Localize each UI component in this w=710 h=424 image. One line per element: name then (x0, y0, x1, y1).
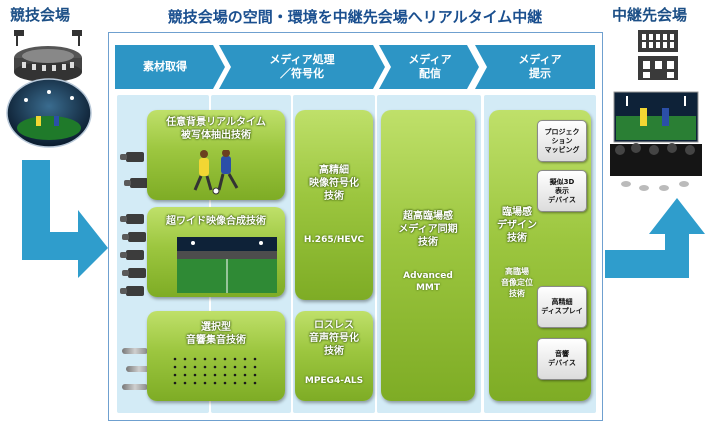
left-flow-arrow (22, 160, 108, 278)
camera-icon (124, 178, 148, 188)
device-pseudo-3d: 擬似3D 表示 デバイス (537, 170, 587, 212)
camera-icon (120, 214, 144, 224)
box-title: 選択型 音響集音技術 (186, 322, 246, 346)
box-selective-audio: 選択型 音響集音技術 (147, 311, 285, 401)
venue-photo (6, 78, 92, 148)
device-hd-display: 高精細 ディスプレイ (537, 286, 587, 328)
stage-processing: メディア処理 ／符号化 (269, 53, 335, 80)
microphone-icon (122, 384, 148, 390)
stadium-panorama-image (177, 237, 277, 293)
microphone-icon (122, 348, 148, 354)
box-title: 臨場感 デザイン 技術 (497, 207, 537, 244)
remote-venue-title: 中継先会場 (612, 6, 688, 24)
device-audio: 音響 デバイス (537, 338, 587, 380)
camera-icon (122, 232, 146, 242)
remote-venue-photo (606, 88, 706, 198)
box-codec: H.265/HEVC (303, 235, 365, 245)
box-title: 高精細 映像符号化 技術 (309, 165, 359, 202)
box-title: 超高臨場感 メディア同期 技術 (398, 211, 458, 248)
microphone-icon (126, 366, 152, 372)
box-lossless-audio-coding: ロスレス 音声符号化 技術 MPEG4-ALS (295, 311, 373, 401)
main-title: 競技会場の空間・環境を中継先会場へリアルタイム中継 (167, 8, 543, 26)
box-codec: MPEG4-ALS (304, 376, 364, 386)
stage-chevrons (115, 45, 595, 89)
stadium-icon (14, 30, 82, 82)
box-title: 任意背景リアルタイム 被写体抽出技術 (166, 117, 266, 141)
camera-icon (122, 268, 146, 278)
box-title: 超ワイド映像合成技術 (166, 216, 266, 227)
players-image (193, 150, 239, 195)
box-ultra-wide-video: 超ワイド映像合成技術 (147, 207, 285, 297)
camera-icon (120, 152, 144, 162)
right-flow-arrow (605, 198, 705, 278)
box-media-sync: 超高臨場感 メディア同期 技術 Advanced MMT (381, 110, 475, 401)
box-subtech: 高臨場 音像定位 技術 (501, 267, 533, 298)
device-projection-mapping: プロジェク ション マッピング (537, 120, 587, 162)
stage-delivery: メディア 配信 (408, 53, 452, 80)
stage-presentation: メディア 提示 (518, 53, 562, 80)
box-protocol: Advanced MMT (403, 271, 453, 293)
camera-icon (120, 250, 144, 260)
microphone-array-image (173, 357, 257, 385)
stage-acquisition: 素材取得 (143, 60, 187, 73)
box-title: ロスレス 音声符号化 技術 (309, 320, 359, 357)
building-icon (638, 30, 678, 80)
camera-icon (120, 286, 144, 296)
box-hd-video-coding: 高精細 映像符号化 技術 H.265/HEVC (295, 110, 373, 300)
box-subject-extraction: 任意背景リアルタイム 被写体抽出技術 (147, 110, 285, 200)
venue-title: 競技会場 (10, 6, 71, 24)
